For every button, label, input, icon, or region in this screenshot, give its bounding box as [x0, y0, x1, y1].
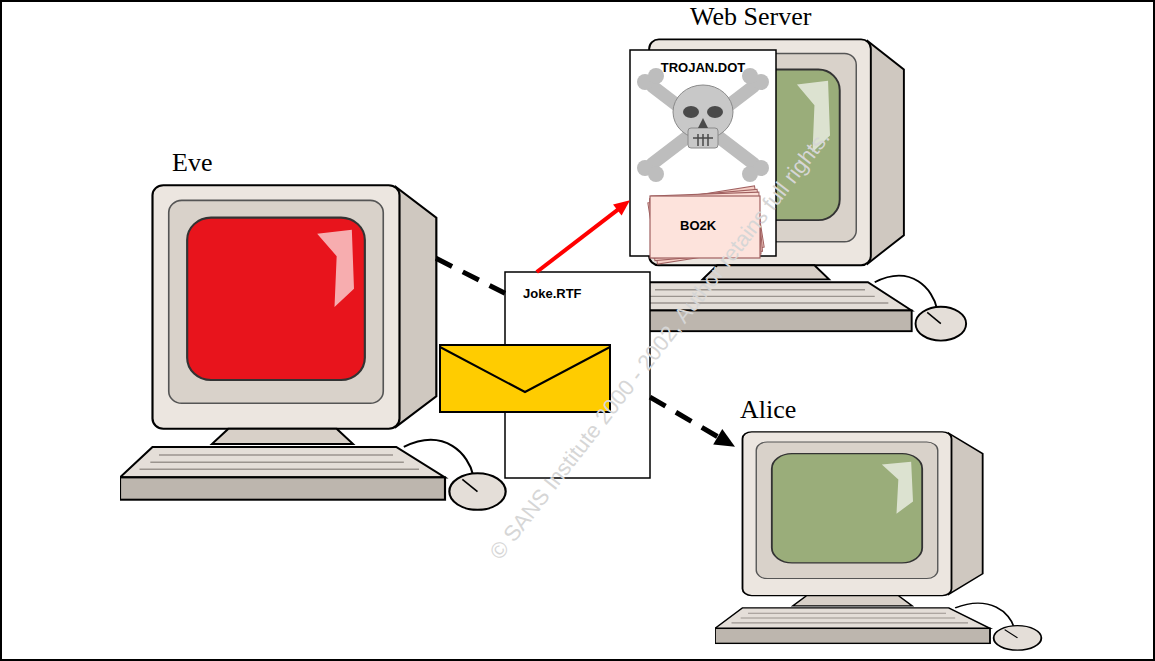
node-label: Eve — [172, 148, 212, 178]
envelope — [440, 345, 610, 412]
node-label: BO2K — [680, 218, 716, 234]
computer-node: Eve — [150, 145, 436, 430]
connector-line — [650, 397, 719, 438]
node-label: Alice — [740, 395, 796, 425]
arrowhead — [613, 200, 630, 215]
arrowhead — [713, 429, 735, 447]
skull-crossbones — [637, 68, 769, 182]
infection-arrow — [537, 200, 630, 272]
victim-computer — [715, 432, 1041, 650]
computer-node: Alice — [735, 395, 985, 595]
connector-line — [436, 258, 505, 293]
mail-arrow — [650, 397, 735, 447]
connector-line — [537, 209, 619, 272]
node-label: Joke.RTF — [523, 286, 582, 302]
node-label: Web Server — [690, 2, 811, 32]
node-label: TROJAN.DOT — [661, 60, 746, 76]
mail-path — [436, 258, 505, 293]
